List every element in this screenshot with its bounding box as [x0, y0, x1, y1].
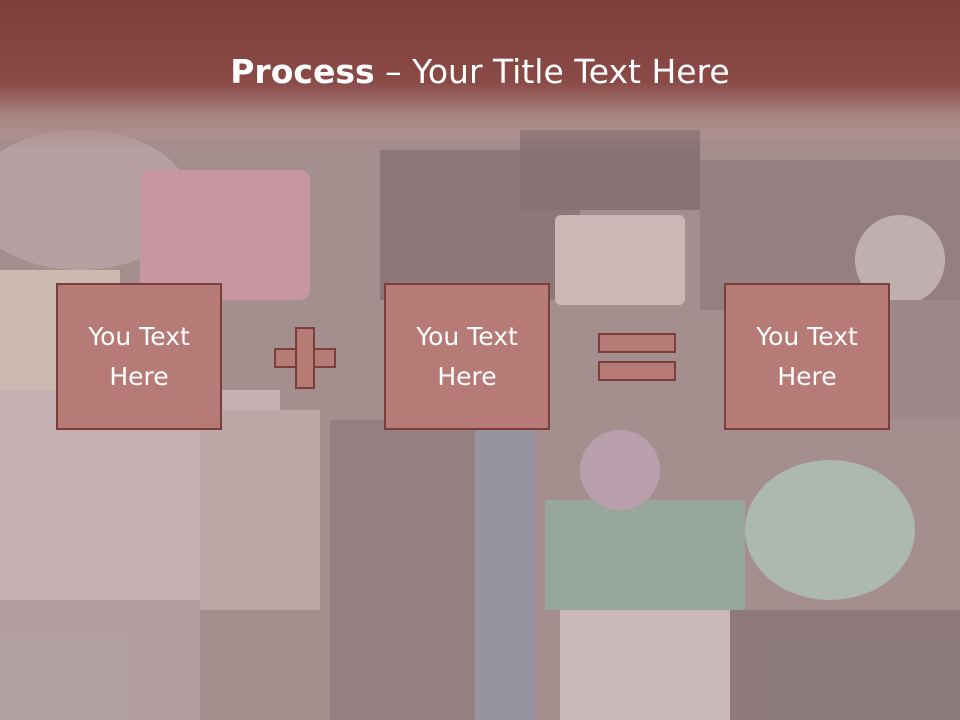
process-box-1: You Text Here [56, 283, 222, 430]
equals-icon [598, 333, 676, 383]
process-box-3: You Text Here [724, 283, 890, 430]
title-rest: – Your Title Text Here [374, 52, 730, 91]
plus-icon [274, 327, 336, 389]
process-box-3-text: You Text Here [756, 321, 858, 391]
process-box-2-text: You Text Here [416, 321, 518, 391]
slide-title: Process – Your Title Text Here [0, 52, 960, 91]
process-box-1-text: You Text Here [88, 321, 190, 391]
process-box-2: You Text Here [384, 283, 550, 430]
title-band [0, 0, 960, 150]
title-bold: Process [230, 52, 375, 91]
